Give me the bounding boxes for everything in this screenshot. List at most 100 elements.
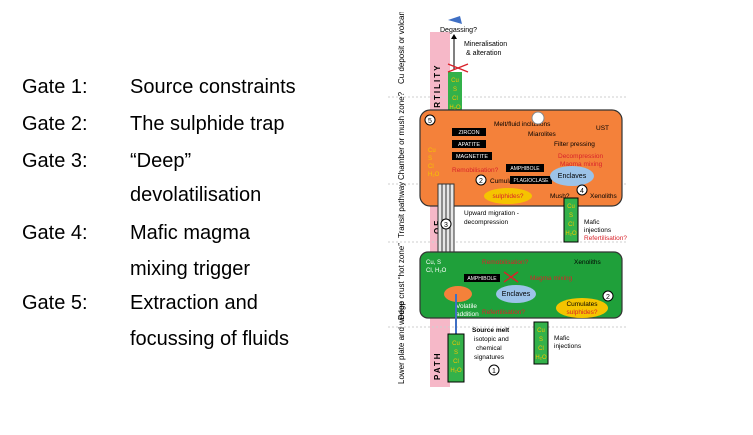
chamber-xenoliths-label: Xenoliths [590, 193, 617, 200]
alteration-label-line: & alteration [466, 50, 502, 57]
conduit-word-path: PATH [433, 351, 442, 380]
zone-label-chamber: Chamber or mush zone? [397, 91, 406, 180]
magma-fertility-diagram: Cu deposit or volcano? Chamber or mush z… [388, 12, 628, 387]
chamber-volatile-cu: Cu [428, 148, 436, 154]
chamber-sulphides-blob [484, 188, 532, 204]
chamber-sulphides-label: sulphides? [492, 193, 523, 200]
gate-5-marker [424, 114, 436, 126]
source-volatile-s: S [454, 350, 458, 356]
arrow-head [451, 34, 457, 39]
gate-4-number: Gate 4: [22, 222, 88, 244]
transit-decompression-label: decompression [464, 219, 508, 226]
mineralisation-label-line: Mineralisation [464, 41, 507, 48]
volatile-s: S [453, 87, 457, 93]
deep-enclaves-blob [496, 285, 536, 303]
deep-amphibole-badge [464, 274, 500, 282]
upward-migration-label: Upward migration - [464, 210, 519, 217]
volatile-box-transit [563, 197, 579, 243]
gate-5-marker-label: 5 [428, 118, 432, 125]
transit-volatile-s: S [569, 213, 573, 219]
conduit-word-fertility: FERTILITY [433, 64, 442, 122]
gate-4-marker-upper [576, 184, 588, 196]
gate-5-text-line2: focussing of fluids [130, 328, 289, 350]
volatile-box-source [447, 333, 465, 383]
gate-1-marker-label: 1 [492, 368, 496, 375]
degassing-label: Degassing? [440, 27, 477, 34]
chamber-magma-mixing-label: Magma mixing [560, 161, 603, 168]
source-volatile-cu: Cu [452, 341, 460, 347]
chamber-volatile-h2o: H₂O [428, 172, 440, 178]
source-melt-label: Source melt [472, 327, 510, 334]
chamber-remobilisation-label: Remobilisation? [452, 167, 499, 174]
zone-label-transit: Transit pathway [397, 182, 406, 238]
gate-2-marker-lower [602, 290, 614, 302]
gate-3-text-line2: devolatilisation [130, 184, 262, 206]
transit-volatile-h2o: H₂O [565, 231, 577, 237]
zone-label-deep-crust: Deep crust “hot zone” [397, 243, 406, 320]
chamber-volatile-s: S [428, 156, 432, 162]
gate-4-text-line2: mixing trigger [130, 258, 251, 280]
volatile-cl: Cl [452, 96, 458, 102]
chamber-volatile-cl: Cl [428, 164, 434, 170]
decompression-label: Decompression [558, 153, 604, 160]
volatile-box-mafic [533, 321, 549, 365]
source-volatile-h2o: H₂O [450, 368, 462, 374]
source-volatile-cl: Cl [453, 359, 459, 365]
zircon-label: ZIRCON [458, 130, 479, 136]
mafic-volatile-s: S [539, 337, 543, 343]
transit-volatile-cu: Cu [567, 204, 575, 210]
signatures-label-1: isotopic and [474, 336, 509, 343]
gate-3-marker-label: 3 [444, 222, 448, 229]
gate-3-marker [440, 218, 452, 230]
gate-2-marker-upper-label: 2 [479, 178, 483, 185]
gate-4-text-line1: Mafic magma [130, 222, 251, 244]
lower-mafic-label-1: Mafic [554, 335, 570, 342]
volatile-cu: Cu [451, 78, 459, 84]
gate-2-marker-lower-label: 2 [606, 294, 610, 301]
miarolite-icon [531, 111, 545, 125]
zone-label-lower-plate: Lower plate and wedge [397, 301, 406, 384]
gate-2-marker-upper [475, 174, 487, 186]
chamber-cumulates-label: Cumulates [490, 178, 522, 185]
magnetite-label: MAGNETITE [456, 154, 488, 160]
volatile-h2o: H₂O [449, 105, 461, 111]
deep-enclaves-label: Enclaves [502, 291, 531, 298]
amphibole-badge [506, 164, 544, 172]
gate-1-number: Gate 1: [22, 76, 88, 98]
transit-refertilisation-label: Refertilisation? [584, 235, 627, 242]
deep-magma-mixing-label: Magma mixing [530, 275, 573, 282]
gate-4-marker-upper-label: 4 [580, 188, 584, 195]
melt-inclusions-label: Melt/fluid inclusions [494, 121, 551, 128]
deep-cross-icon [503, 271, 519, 283]
plagioclase-label: PLAGIOCLASE [513, 178, 549, 184]
deep-cumulates-blob [556, 298, 608, 318]
cross-mark-icon [447, 63, 469, 73]
deep-remobilisation-label: Remobilisation? [482, 259, 529, 266]
zone-label-cu-deposit: Cu deposit or volcano? [397, 12, 406, 84]
volatile-box-upper [448, 72, 462, 116]
ust-label: UST [596, 125, 609, 132]
transit-mafic-label-2: injections [584, 227, 612, 234]
mafic-volatile-cu: Cu [537, 328, 545, 334]
gate-3-text-line1: “Deep” [130, 150, 192, 172]
volatile-addition-line1: Volatile [456, 303, 477, 310]
deep-sulphides-label: sulphides? [566, 309, 597, 316]
deep-xenoliths-label: Xenoliths [574, 259, 601, 266]
plagioclase-badge [510, 176, 552, 184]
signatures-label-3: signatures [474, 354, 505, 361]
mafic-volatile-cl: Cl [538, 346, 544, 352]
apatite-label: APATITE [458, 142, 480, 148]
gate-1-text: Source constraints [130, 76, 296, 98]
gate-1-marker [488, 364, 500, 376]
deep-volatile-label-2: Cl, H₂O [426, 268, 447, 274]
amphibole-label: AMPHIBOLE [510, 166, 540, 172]
mush-label: Mush? [550, 193, 570, 200]
apatite-badge [452, 140, 486, 148]
deep-amphibole-label: AMPHIBOLE [467, 276, 497, 282]
lower-mafic-label-2: injections [554, 343, 582, 350]
gate-5-number: Gate 5: [22, 292, 88, 314]
zircon-badge [452, 128, 486, 136]
deep-volatile-label-1: Cu, S [426, 260, 441, 266]
chamber-enclaves-blob [550, 166, 594, 186]
filter-pressing-label: Filter pressing [554, 141, 595, 148]
